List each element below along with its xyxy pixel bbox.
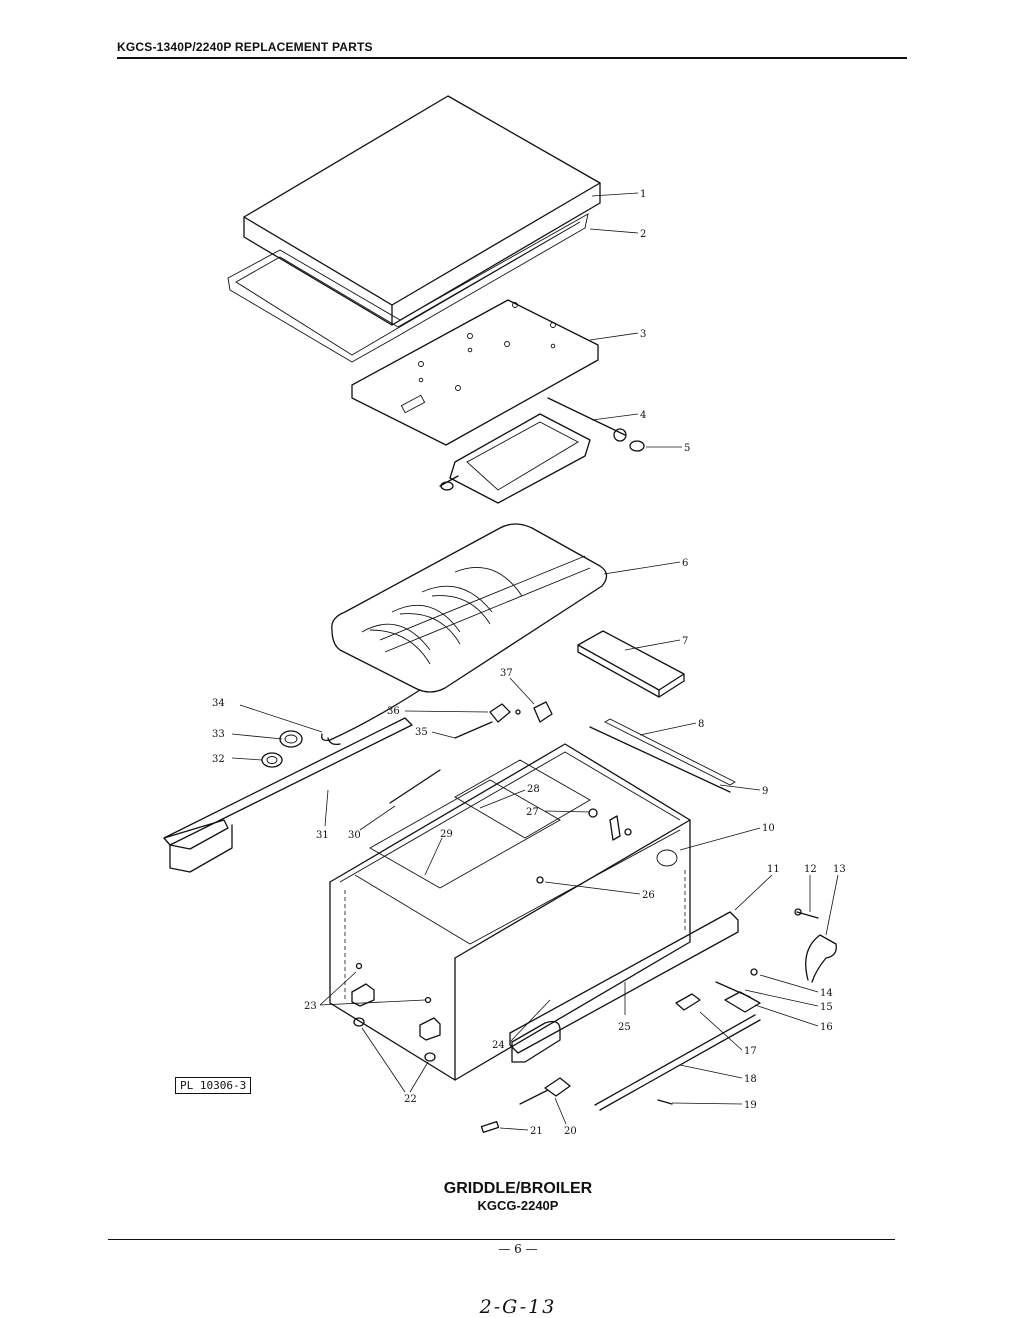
callout-16: 16 [820,1022,833,1033]
main-housing [329,743,691,1081]
callout-26: 26 [642,890,655,901]
pilot-fitting [480,1121,500,1133]
control-bracket [511,1020,561,1063]
gas-tube [321,689,421,746]
burner-tube [163,717,413,873]
callout-24: 24 [492,1040,505,1051]
callout-23: 23 [304,1001,317,1012]
callout-28: 28 [527,784,540,795]
callout-29: 29 [440,829,453,840]
callout-4: 4 [640,410,646,421]
callout-19: 19 [744,1100,757,1111]
drip-tray [577,630,685,698]
ignition-parts [454,701,553,739]
side-strip [604,718,736,786]
heating-element [439,397,627,504]
valve-assembly [794,908,837,983]
leader-lines [231,192,839,1131]
griddle-plate [243,95,601,326]
mounting-brackets [675,968,761,1013]
callout-14: 14 [820,988,833,999]
callout-32: 32 [212,754,225,765]
callout-15: 15 [820,1002,833,1013]
callout-21: 21 [530,1126,543,1137]
legs-and-screws [351,962,441,1062]
callout-25: 25 [618,1022,631,1033]
callout-34: 34 [212,698,225,709]
footer-rule [108,1239,895,1240]
callout-7: 7 [682,636,688,647]
header-rule [117,57,907,59]
callout-6: 6 [682,558,688,569]
orifice-caps [261,730,303,768]
callout-35: 35 [415,727,428,738]
callout-numbers: 1 2 3 4 5 6 7 8 9 10 11 12 13 14 15 16 1… [212,189,846,1137]
callout-2: 2 [640,229,646,240]
callout-13: 13 [833,864,846,875]
callout-30: 30 [348,830,361,841]
callout-1: 1 [640,189,646,200]
header-title: KGCS-1340P/2240P REPLACEMENT PARTS [117,40,373,54]
element-nut [629,440,645,452]
callout-22: 22 [404,1094,417,1105]
callout-31: 31 [316,830,329,841]
diagram-title: GRIDDLE/BROILER [443,1180,593,1197]
page-number: — 6 — [498,1242,538,1256]
callout-17: 17 [744,1046,757,1057]
front-panel [509,911,739,1054]
callout-9: 9 [762,786,768,797]
callout-8: 8 [698,719,704,730]
callout-10: 10 [762,823,775,834]
callout-27: 27 [526,807,539,818]
callout-37: 37 [500,668,513,679]
callout-3: 3 [640,329,646,340]
callout-11: 11 [767,864,780,875]
support-rod [589,726,731,793]
handwritten-note: 2-G-13 [479,1296,557,1318]
broiler-burner [331,523,608,693]
gasket [227,213,589,363]
pilot-valve [519,1077,571,1105]
heat-shield-plate [351,299,599,446]
clevis-pin [657,1099,673,1105]
reference-code: PL 10306-3 [175,1077,252,1094]
callout-18: 18 [744,1074,757,1085]
callout-5: 5 [684,443,690,454]
callout-12: 12 [804,864,817,875]
interior-parts [389,759,632,884]
callout-20: 20 [564,1126,577,1137]
callout-33: 33 [212,729,225,740]
callout-36: 36 [387,706,400,717]
diagram-model: KGCG-2240P [477,1198,559,1213]
page-header: KGCS-1340P/2240P REPLACEMENT PARTS [117,38,907,62]
